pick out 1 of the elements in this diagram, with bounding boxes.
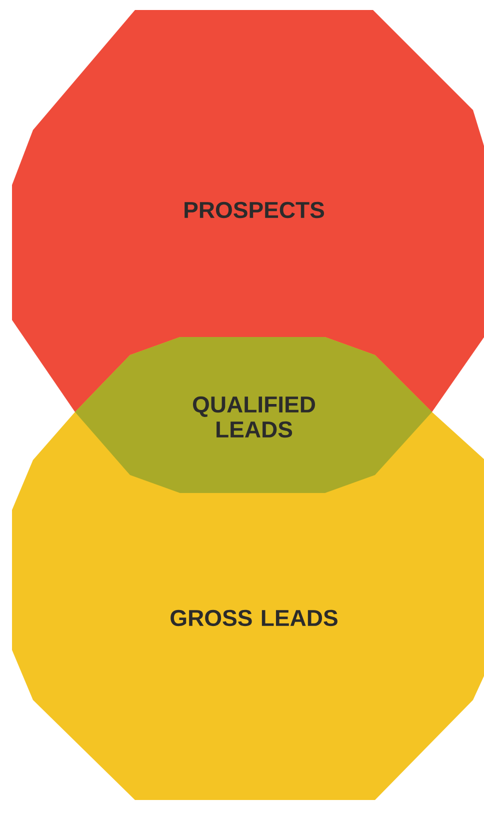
overlap-region: QUALIFIED LEADS — [75, 337, 432, 493]
